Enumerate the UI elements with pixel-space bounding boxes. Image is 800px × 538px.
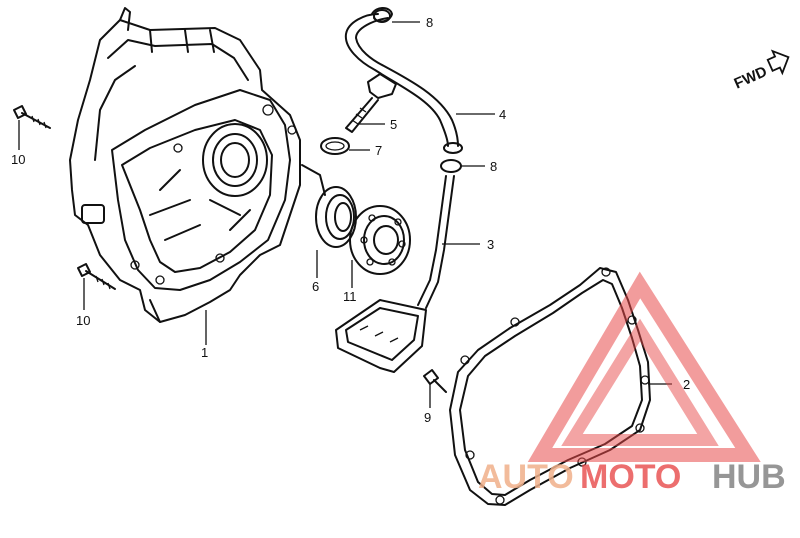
oil-tube [335,175,480,373]
callout-2: 2 [683,377,690,392]
bolt-9 [423,369,447,408]
fwd-label: FWD [732,63,770,92]
callout-10-upper: 10 [11,152,25,167]
dipstick [345,73,397,133]
callout-10-lower: 10 [76,313,90,328]
crankcase-cover [69,7,326,345]
watermark-logo: AUTO MOTO HUB [478,271,786,496]
bearing-11 [349,205,411,288]
clip-top [371,7,420,23]
watermark-text-auto: AUTO [478,458,574,496]
bolt-lower [77,263,116,310]
arrow-right-icon [766,49,790,76]
bolt-upper [13,105,51,150]
clip-mid [440,159,485,173]
o-ring [320,137,370,155]
callout-9: 9 [424,410,431,425]
fwd-marker: FWD [732,49,790,93]
callout-3: 3 [487,237,494,252]
callout-8-top: 8 [426,15,433,30]
bearing-6 [315,186,357,278]
breather-tube [344,9,495,154]
watermark-text-moto: MOTO [580,458,681,496]
callout-7: 7 [375,143,382,158]
callout-1: 1 [201,345,208,360]
callout-8-mid: 8 [490,159,497,174]
callout-11: 11 [343,289,357,304]
callout-5: 5 [390,117,397,132]
callout-6: 6 [312,279,319,294]
callout-4: 4 [499,107,506,122]
watermark-text-hub: HUB [712,458,786,496]
